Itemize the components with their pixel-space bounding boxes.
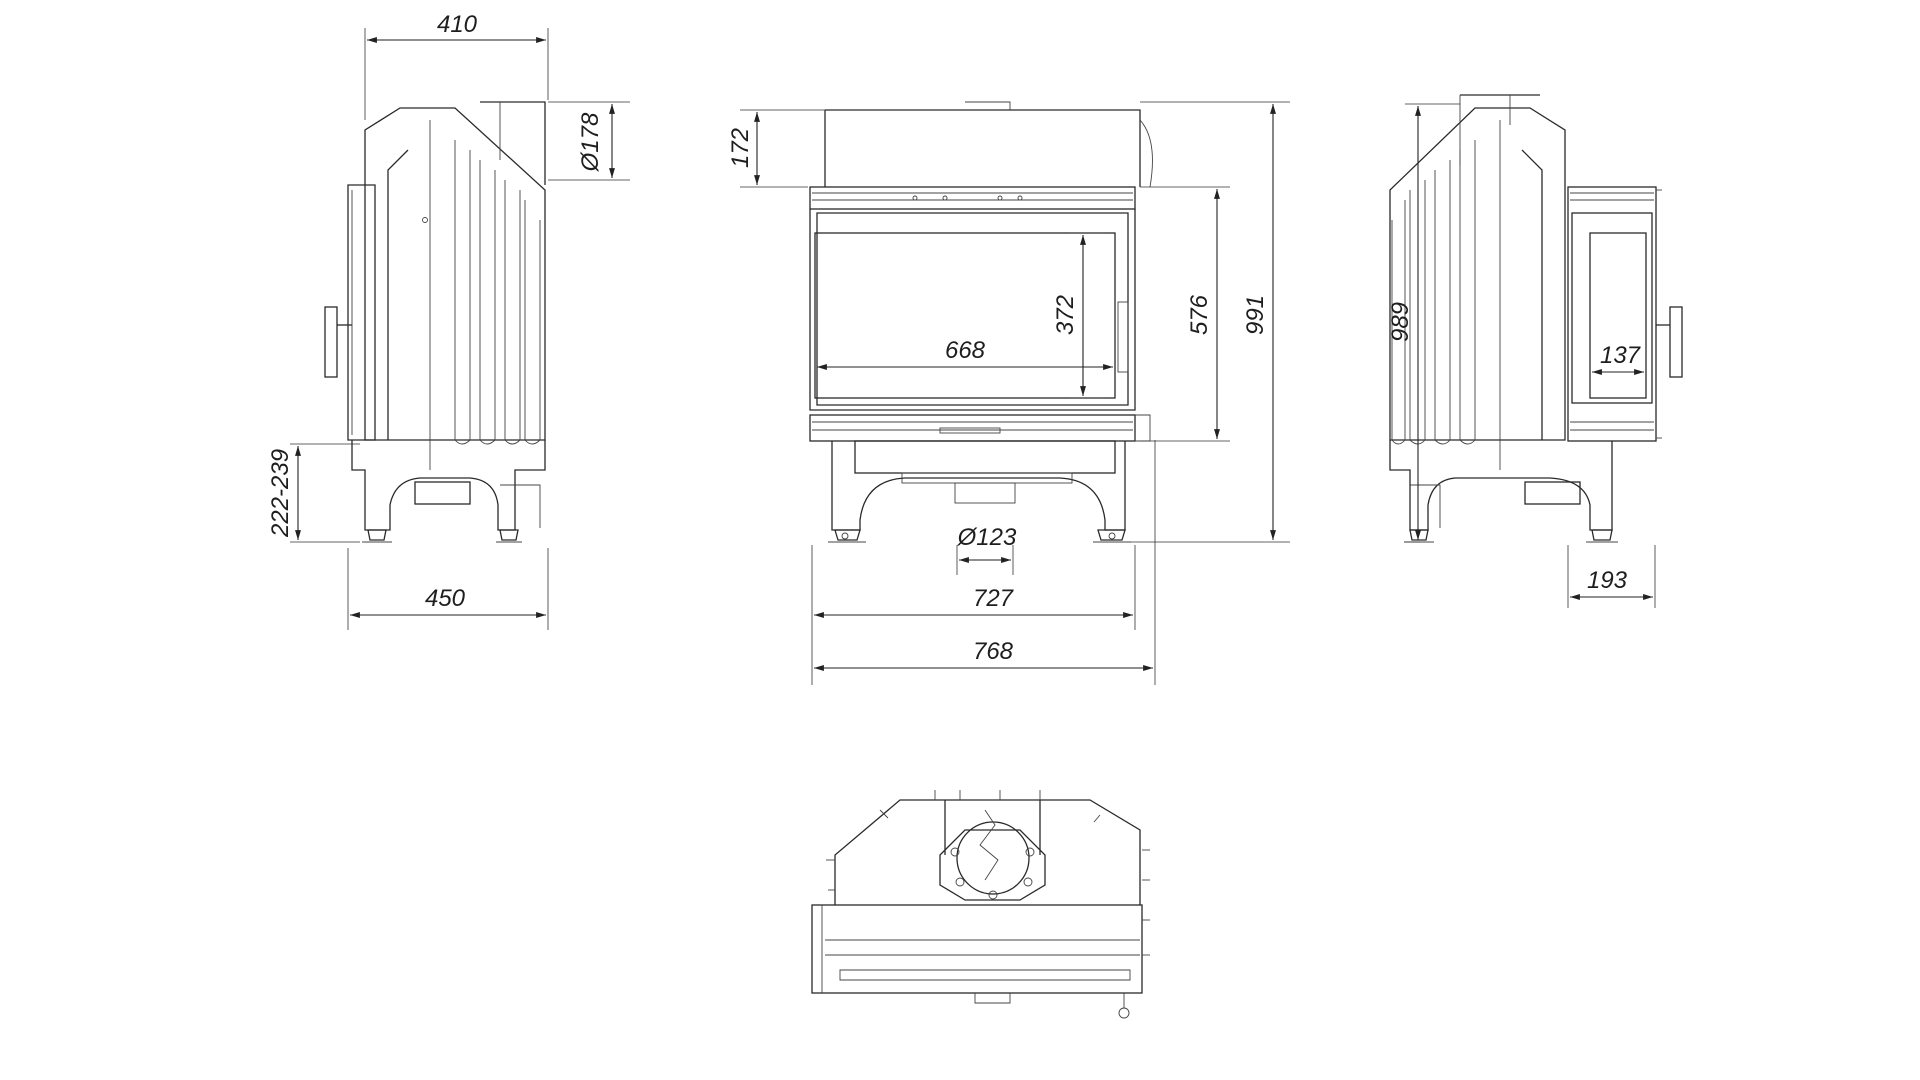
dim-front-total-height: 991 xyxy=(1242,295,1269,335)
dim-front-glass-width: 668 xyxy=(945,337,986,364)
front-view xyxy=(809,101,1153,543)
top-view xyxy=(811,790,1150,1019)
dim-front-door-height: 576 xyxy=(1186,294,1213,335)
dim-left-top-width: 410 xyxy=(437,11,478,38)
dim-left-depth: 450 xyxy=(425,585,466,612)
left-side-view xyxy=(324,101,546,543)
dim-left-flue-diameter: Ø178 xyxy=(577,112,604,172)
right-side-view xyxy=(1389,94,1683,543)
front-dimensions: 172 372 668 576 991 Ø123 727 768 xyxy=(727,101,1290,685)
dim-front-top-height: 172 xyxy=(727,128,754,168)
dim-front-air-inlet-diameter: Ø123 xyxy=(957,524,1017,551)
dim-front-inner-width: 727 xyxy=(973,585,1015,612)
right-dimensions: 989 137 193 xyxy=(1387,103,1656,608)
dim-front-glass-height: 372 xyxy=(1052,295,1079,335)
dim-front-total-width: 768 xyxy=(973,638,1014,665)
dim-right-glass-width: 137 xyxy=(1600,342,1642,369)
dim-right-depth: 193 xyxy=(1587,567,1628,594)
left-dimensions: 410 Ø178 222-239 450 xyxy=(267,11,630,630)
dim-left-leg-height: 222-239 xyxy=(267,449,294,538)
dim-right-total-height: 989 xyxy=(1387,302,1414,342)
